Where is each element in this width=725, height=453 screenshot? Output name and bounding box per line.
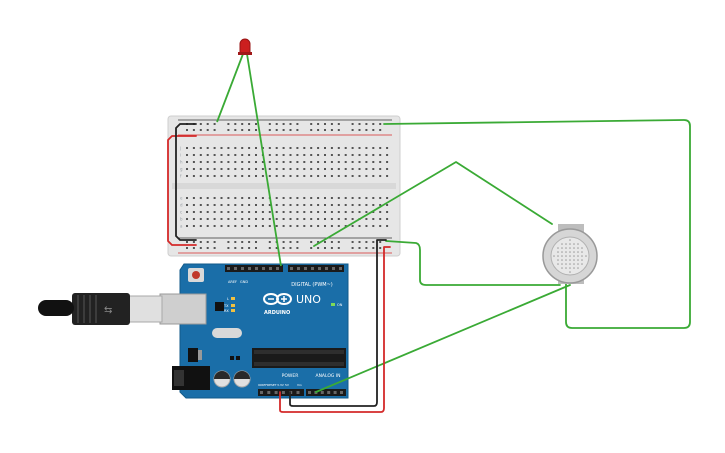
- tx-label: TX: [223, 304, 229, 308]
- usb-cable[interactable]: ⇆: [38, 293, 207, 325]
- power-header[interactable]: [258, 389, 304, 396]
- row-label: d: [180, 203, 183, 208]
- usb-plug-grip: [77, 295, 97, 323]
- tx-led: [231, 304, 235, 307]
- wire-green-analog-sensor[interactable]: [315, 284, 571, 393]
- row-label: j: [179, 146, 181, 151]
- barrel-jack-inner: [174, 370, 184, 386]
- rx-led: [231, 309, 235, 312]
- smd-part-2: [236, 356, 240, 360]
- power-label: POWER: [282, 373, 299, 379]
- l-led: [231, 297, 235, 300]
- row-label: e: [180, 196, 183, 201]
- arduino-label: ARDUINO: [264, 310, 290, 316]
- smd-part-1: [230, 356, 234, 360]
- breadboard-channel: [172, 183, 396, 189]
- barrel-jack[interactable]: [172, 366, 210, 390]
- chip-top-pins: [254, 350, 344, 354]
- wire-green-rail-sensor[interactable]: [385, 240, 561, 286]
- ioref-label: IOREF: [258, 383, 267, 387]
- gas-sensor[interactable]: [542, 224, 598, 284]
- analog-header[interactable]: [306, 389, 346, 396]
- wire-green-top-rail-sensor[interactable]: [383, 119, 691, 329]
- digital-header-right[interactable]: [288, 265, 344, 272]
- chip-bottom-pins: [254, 362, 344, 366]
- usb-chip: [215, 302, 224, 311]
- led-leg-wire-2[interactable]: [246, 53, 282, 267]
- v5-label: 5V: [285, 383, 290, 387]
- voltage-regulator: [188, 348, 198, 362]
- on-label: ON: [337, 303, 343, 307]
- arduino-uno-board[interactable]: DIGITAL (PWM~) AREF GND UNO ARDUINO L TX…: [179, 263, 349, 399]
- analog-label: ANALOG IN: [315, 373, 340, 379]
- on-led: [331, 303, 335, 306]
- v33-label: 3.3V: [277, 383, 285, 387]
- row-label: i: [180, 153, 181, 158]
- rx-label: RX: [224, 309, 229, 313]
- usb-symbol-icon: ⇆: [104, 305, 112, 316]
- uno-label: UNO: [296, 293, 321, 306]
- crystal: [212, 328, 242, 338]
- digital-header-left[interactable]: [225, 265, 283, 272]
- breadboard-holes[interactable]: [186, 123, 389, 249]
- row-label: a: [180, 224, 183, 229]
- wire-black-left-rail[interactable]: [175, 123, 197, 241]
- led-leg-wire-1[interactable]: [216, 53, 244, 123]
- led-body: [239, 38, 251, 55]
- led-rim: [238, 52, 252, 55]
- row-label: f: [180, 174, 182, 179]
- usb-port: [159, 293, 207, 325]
- gnd-label: GND: [240, 280, 248, 284]
- wires[interactable]: [167, 119, 691, 413]
- reset-button-cap[interactable]: [192, 271, 200, 279]
- l-label: L: [227, 297, 229, 301]
- sensor-mesh-dots: [553, 239, 587, 273]
- row-label: h: [180, 160, 183, 165]
- vin-label: Vin: [297, 383, 302, 387]
- aref-label: AREF: [228, 280, 237, 284]
- regulator-tab: [198, 350, 202, 360]
- usb-plug-metal: [127, 295, 163, 323]
- wire-red-5v[interactable]: [279, 246, 391, 413]
- wire-black-gnd[interactable]: [289, 239, 387, 407]
- usb-plug-body: [72, 293, 130, 325]
- capacitor-1-top: [214, 371, 230, 379]
- red-led[interactable]: [216, 38, 282, 267]
- wire-green-bb-sensor[interactable]: [313, 161, 553, 247]
- usb-cable-end: [38, 300, 74, 316]
- reset-pin-label: RESET: [267, 383, 277, 387]
- digital-label: DIGITAL (PWM~): [291, 282, 333, 288]
- row-label: g: [180, 167, 183, 172]
- row-label: b: [180, 217, 183, 222]
- arduino-logo: [263, 293, 292, 305]
- row-label: c: [180, 210, 182, 215]
- capacitor-2-top: [234, 371, 250, 379]
